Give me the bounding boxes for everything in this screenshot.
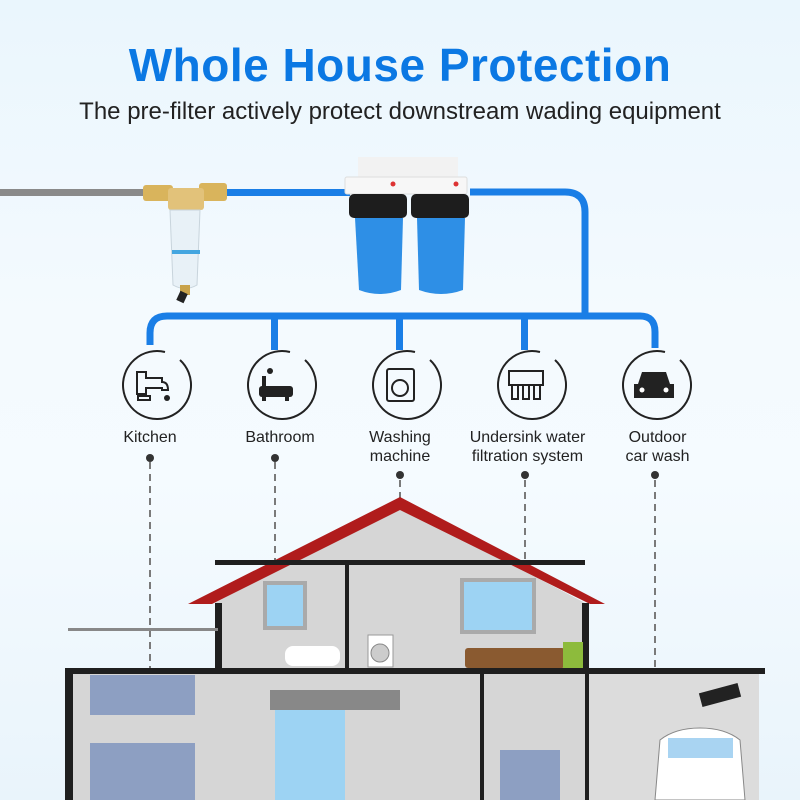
outlet-label-kitchen: Kitchen (123, 429, 177, 446)
page-subtitle: The pre-filter actively protect downstre… (79, 98, 721, 125)
main-filter (344, 157, 469, 294)
outlet-icons (122, 350, 693, 421)
car-icon (622, 350, 693, 421)
outlet-label-bathroom: Bathroom (245, 429, 315, 446)
bathtub-icon (247, 350, 318, 421)
house (65, 497, 765, 800)
pre-filter (143, 183, 227, 304)
faucet-icon (122, 350, 193, 421)
outlet-label-car-wash: Outdoor car wash (625, 429, 690, 465)
water-pipes (0, 188, 659, 350)
outlet-label-undersink: Undersink water filtration system (469, 429, 586, 465)
washing-machine-icon (372, 350, 443, 421)
undersink-filter-icon (497, 350, 568, 421)
outlet-label-washing-machine: Washing machine (369, 429, 431, 465)
page-title: Whole House Protection (128, 39, 672, 91)
